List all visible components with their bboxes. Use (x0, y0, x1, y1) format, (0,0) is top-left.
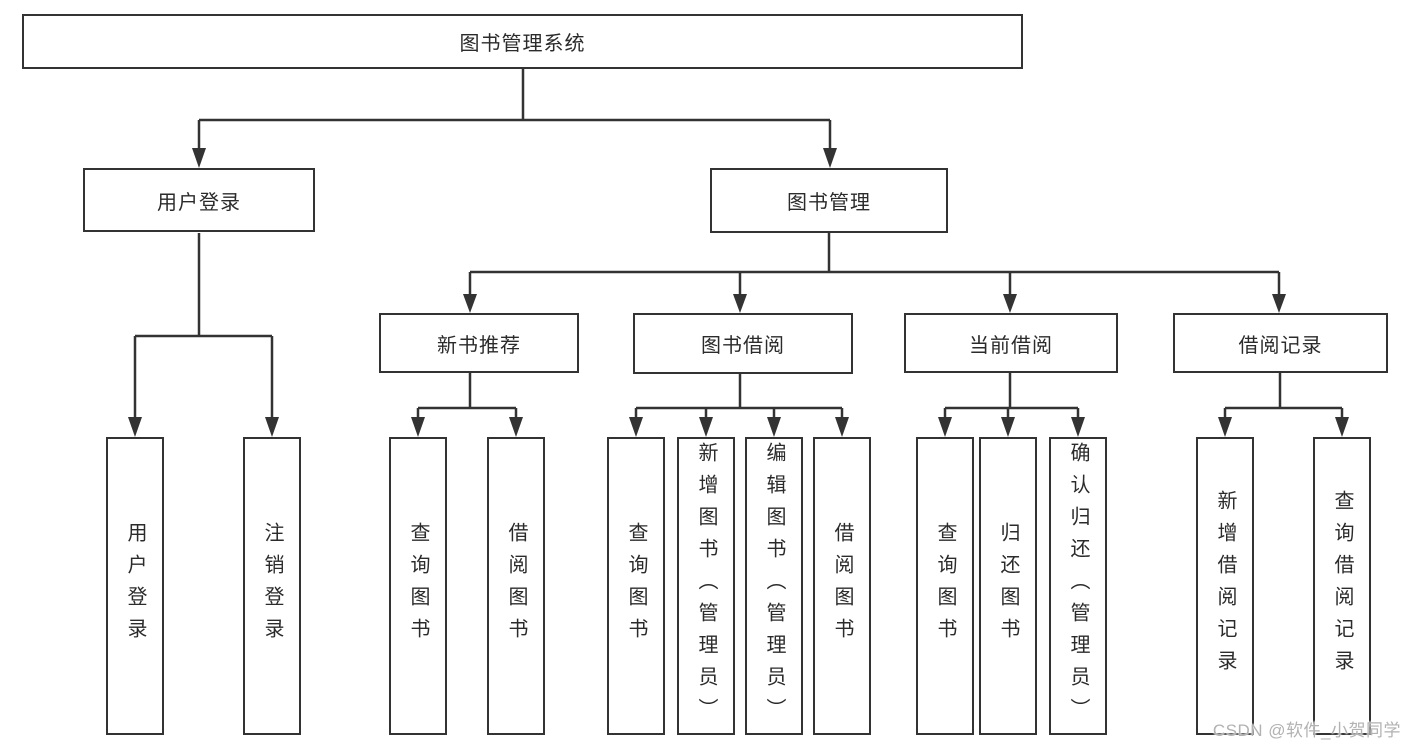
leaf-bb-edit-book-label: 编辑图书（管理员） (763, 442, 785, 730)
arrowhead (699, 417, 713, 437)
leaf-cb-confirm-return: 确认归还（管理员） (1049, 437, 1107, 735)
node-borrow-records: 借阅记录 (1173, 313, 1388, 373)
arrowhead (1335, 417, 1349, 437)
leaf-bb-edit-book: 编辑图书（管理员） (745, 437, 803, 735)
leaf-rec-query-book-label: 查询图书 (407, 522, 429, 650)
arrowhead (767, 417, 781, 437)
leaf-rec-borrow-book: 借阅图书 (487, 437, 545, 735)
node-current-borrow: 当前借阅 (904, 313, 1118, 373)
arrowhead (463, 294, 477, 313)
leaf-br-query-record-label: 查询借阅记录 (1331, 490, 1353, 682)
node-user-login-label: 用户登录 (157, 191, 241, 214)
node-book-mgmt: 图书管理 (710, 168, 948, 233)
leaf-cb-query-book: 查询图书 (916, 437, 974, 735)
leaf-cb-confirm-return-label: 确认归还（管理员） (1067, 442, 1089, 730)
arrowhead (128, 417, 142, 437)
node-root-system-label: 图书管理系统 (459, 33, 586, 55)
arrowhead (1071, 417, 1085, 437)
node-book-borrow-label: 图书借阅 (701, 335, 785, 357)
leaf-rec-borrow-book-label: 借阅图书 (505, 522, 527, 650)
arrowhead (265, 417, 279, 437)
leaf-bb-query-book-label: 查询图书 (625, 522, 647, 650)
leaf-cb-return-book: 归还图书 (979, 437, 1037, 735)
connector-current-borrow-children (938, 373, 1085, 437)
leaf-cb-return-book-label: 归还图书 (997, 522, 1019, 650)
arrowhead (509, 417, 523, 437)
arrowhead (938, 417, 952, 437)
leaf-logout: 注销登录 (243, 437, 301, 735)
leaf-bb-borrow-book-label: 借阅图书 (831, 522, 853, 650)
node-new-book-rec-label: 新书推荐 (437, 334, 521, 357)
leaf-rec-query-book: 查询图书 (389, 437, 447, 735)
node-user-login: 用户登录 (83, 168, 315, 232)
arrowhead (1003, 294, 1017, 313)
connector-user-login-children (128, 233, 279, 437)
node-new-book-rec: 新书推荐 (379, 313, 579, 373)
leaf-br-add-record: 新增借阅记录 (1196, 437, 1254, 735)
node-book-borrow: 图书借阅 (633, 313, 853, 374)
leaf-br-query-record: 查询借阅记录 (1313, 437, 1371, 735)
leaf-bb-borrow-book: 借阅图书 (813, 437, 871, 735)
leaf-logout-label: 注销登录 (261, 522, 283, 650)
node-borrow-records-label: 借阅记录 (1238, 334, 1323, 357)
arrowhead (1001, 417, 1015, 437)
arrowhead (835, 417, 849, 437)
connector-root-to-level2 (192, 69, 837, 168)
node-current-borrow-label: 当前借阅 (969, 334, 1053, 357)
arrowhead (823, 148, 837, 168)
leaf-cb-query-book-label: 查询图书 (934, 522, 956, 650)
leaf-bb-add-book: 新增图书（管理员） (677, 437, 735, 735)
leaf-bb-add-book-label: 新增图书（管理员） (695, 442, 717, 730)
arrowhead (411, 417, 425, 437)
leaf-br-add-record-label: 新增借阅记录 (1214, 490, 1236, 682)
connector-book-mgmt-children (463, 233, 1286, 313)
csdn-watermark: CSDN @软件_小贺同学 (1212, 721, 1401, 740)
arrowhead (192, 148, 206, 168)
arrowhead (1218, 417, 1232, 437)
arrowhead (733, 294, 747, 313)
connector-book-borrow-children (629, 374, 849, 437)
arrowhead (1272, 294, 1286, 313)
leaf-user-login: 用户登录 (106, 437, 164, 735)
arrowhead (629, 417, 643, 437)
leaf-bb-query-book: 查询图书 (607, 437, 665, 735)
connector-borrow-records-children (1218, 373, 1349, 437)
leaf-user-login-label: 用户登录 (124, 522, 146, 650)
node-root-system: 图书管理系统 (22, 14, 1023, 69)
node-book-mgmt-label: 图书管理 (787, 192, 871, 214)
connector-new-book-rec-children (411, 373, 523, 437)
